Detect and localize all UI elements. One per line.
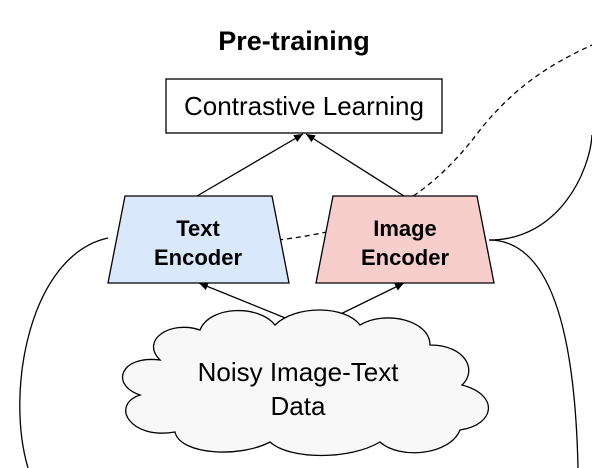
left-outer-curve [19, 237, 109, 468]
image-encoder: Image Encoder [315, 195, 495, 284]
text-encoder-line1: Text [176, 216, 220, 241]
right-outer-curve-top [488, 134, 592, 241]
right-outer-curve-bottom [488, 239, 579, 468]
arrow-text-to-contrastive [196, 133, 304, 197]
text-encoder: Text Encoder [107, 195, 290, 284]
cloud-shape [122, 309, 490, 457]
diagram-title: Pre-training [218, 26, 370, 56]
text-encoder-line2: Encoder [154, 245, 242, 270]
cloud-label-line1: Noisy Image-Text [198, 357, 400, 387]
image-encoder-line1: Image [373, 216, 437, 241]
arrow-image-to-contrastive [305, 133, 405, 197]
contrastive-learning-box: Contrastive Learning [165, 78, 443, 134]
noisy-data-cloud: Noisy Image-Text Data [122, 309, 490, 457]
image-encoder-shape [315, 195, 495, 284]
contrastive-learning-label: Contrastive Learning [184, 91, 424, 121]
cloud-label-line2: Data [271, 391, 326, 421]
image-encoder-line2: Encoder [361, 245, 449, 270]
text-encoder-shape [107, 195, 290, 284]
